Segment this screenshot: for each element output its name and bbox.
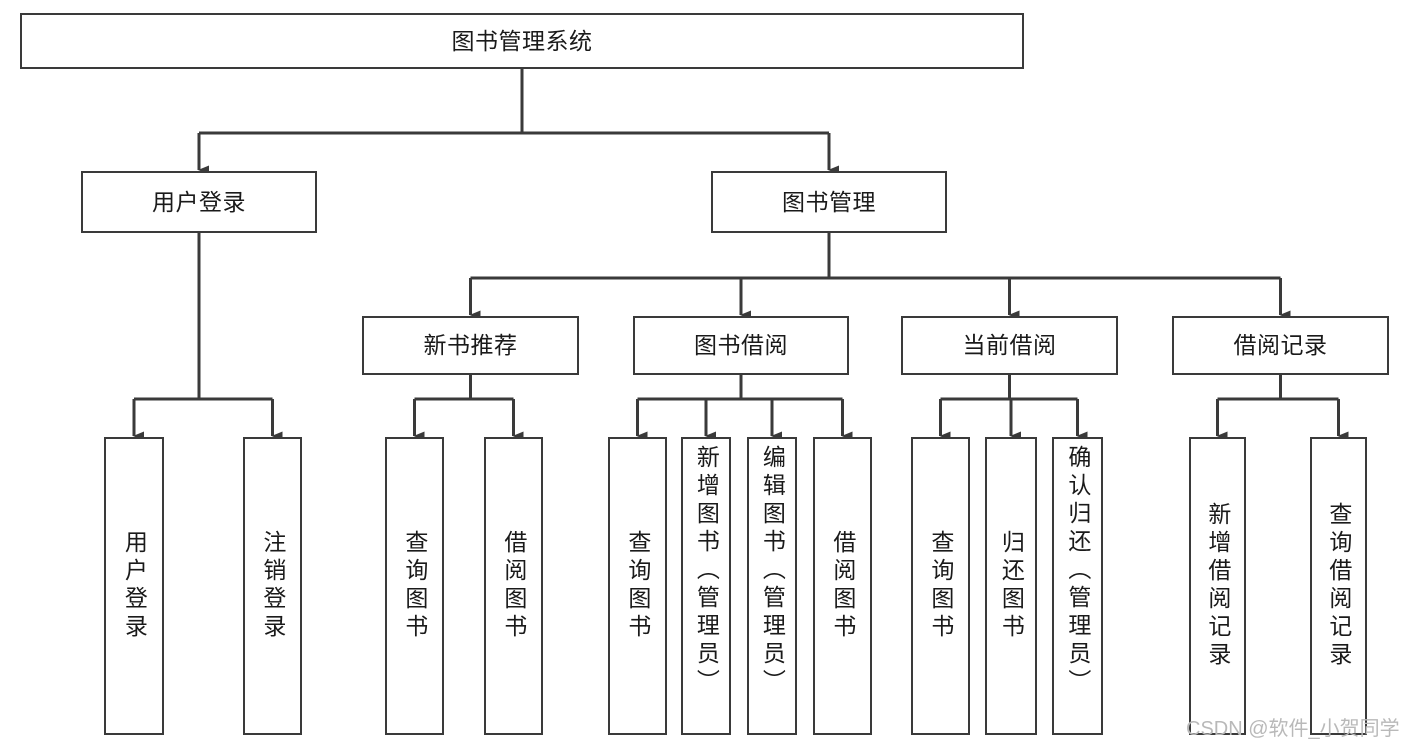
node-box-l-addrec[interactable]: 新增借阅记录: [1189, 437, 1246, 735]
node-box-n-bookmgmt[interactable]: 图书管理: [711, 171, 947, 233]
node-box-l-q2[interactable]: 查询图书: [608, 437, 667, 735]
node-label: 图书管理系统: [451, 27, 593, 54]
node-label: 用户登录: [152, 188, 246, 215]
node-label: 当前借阅: [962, 332, 1057, 359]
node-label: 新增图书（管理员）: [693, 445, 720, 697]
node-label: 编辑图书（管理员）: [759, 445, 786, 697]
node-label: 注销登录: [259, 530, 286, 642]
node-label: 查询图书: [401, 530, 428, 642]
node-box-l-b1[interactable]: 借阅图书: [484, 437, 543, 735]
node-label: 用户登录: [121, 530, 148, 642]
node-label: 新书推荐: [423, 332, 518, 359]
node-box-n-borrow[interactable]: 图书借阅: [633, 316, 849, 375]
node-box-n-login[interactable]: 用户登录: [81, 171, 317, 233]
node-box-l-logout[interactable]: 注销登录: [243, 437, 302, 735]
node-box-l-confirm[interactable]: 确认归还（管理员）: [1052, 437, 1103, 735]
edge-group: [132, 69, 1349, 441]
node-box-n-current[interactable]: 当前借阅: [901, 316, 1118, 375]
node-label: 新增借阅记录: [1204, 502, 1231, 670]
node-label: 图书借阅: [694, 332, 788, 359]
node-label: 查询图书: [927, 530, 954, 642]
node-label: 查询借阅记录: [1325, 502, 1352, 670]
node-box-root[interactable]: 图书管理系统: [20, 13, 1024, 69]
node-label: 归还图书: [998, 530, 1025, 642]
node-box-l-add[interactable]: 新增图书（管理员）: [681, 437, 731, 735]
node-box-l-q1[interactable]: 查询图书: [385, 437, 444, 735]
node-label: 图书管理: [782, 188, 876, 215]
node-label: 借阅图书: [500, 530, 527, 642]
node-box-l-return[interactable]: 归还图书: [985, 437, 1037, 735]
node-box-l-b2[interactable]: 借阅图书: [813, 437, 872, 735]
node-box-n-records[interactable]: 借阅记录: [1172, 316, 1389, 375]
node-label: 借阅记录: [1233, 332, 1328, 359]
node-label: 查询图书: [624, 530, 651, 642]
node-label: 借阅图书: [829, 530, 856, 642]
node-box-n-newbook[interactable]: 新书推荐: [362, 316, 579, 375]
node-box-l-qrec[interactable]: 查询借阅记录: [1310, 437, 1367, 735]
node-box-l-q3[interactable]: 查询图书: [911, 437, 970, 735]
node-box-l-edit[interactable]: 编辑图书（管理员）: [747, 437, 797, 735]
node-label: 确认归还（管理员）: [1064, 445, 1091, 697]
node-box-l-userlogin[interactable]: 用户登录: [104, 437, 164, 735]
